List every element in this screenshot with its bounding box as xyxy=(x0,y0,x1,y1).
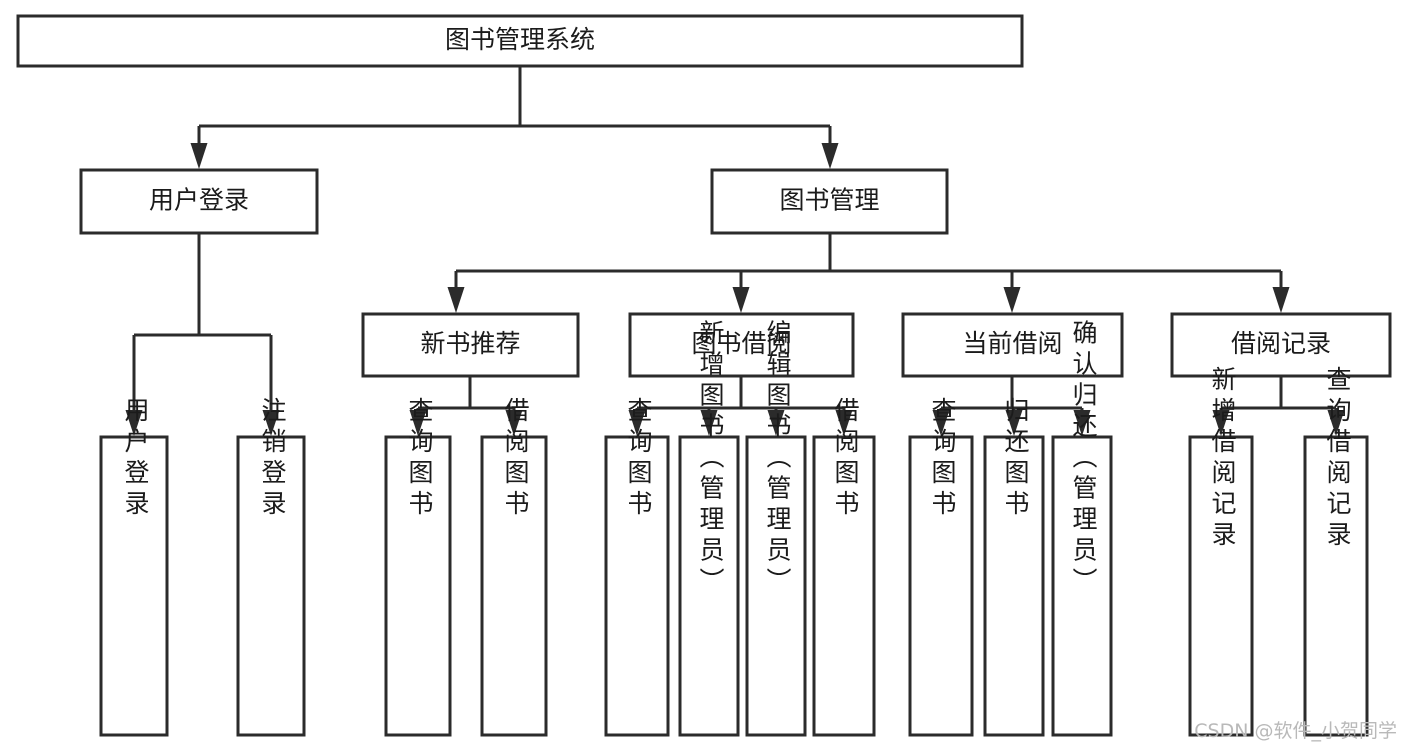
connector-new-book-rec xyxy=(409,376,523,436)
connector-current-borrow xyxy=(932,376,1091,436)
node-label-leaf-query-book-2: 查询图书 xyxy=(624,397,653,521)
node-label-leaf-borrow-book-1: 借阅图书 xyxy=(501,397,530,521)
node-leaf-confirm-return[interactable]: 确认归还（管理员） xyxy=(1051,320,1113,737)
arrow-head-icon xyxy=(700,410,718,436)
arrow-head-icon xyxy=(125,410,143,436)
connector-layer xyxy=(125,66,1345,436)
node-label-leaf-edit-book: 编辑图书（管理员） xyxy=(763,320,792,599)
node-box-leaf-edit-book[interactable] xyxy=(745,435,807,737)
node-label-leaf-query-record: 查询借阅记录 xyxy=(1323,366,1352,552)
node-layer: 图书管理系统用户登录图书管理新书推荐图书借阅当前借阅借阅记录用户登录注销登录查询… xyxy=(16,14,1392,737)
node-user-login[interactable]: 用户登录 xyxy=(79,168,319,235)
arrow-head-icon xyxy=(190,143,208,169)
node-box-leaf-borrow-book-2[interactable] xyxy=(812,435,876,737)
node-box-leaf-add-record[interactable] xyxy=(1188,435,1254,737)
node-box-new-book-rec[interactable] xyxy=(361,312,580,378)
node-label-leaf-add-book: 新增图书（管理员） xyxy=(696,320,725,599)
connector-book-manage xyxy=(447,233,1290,313)
node-leaf-return-book[interactable]: 归还图书 xyxy=(983,397,1045,737)
node-leaf-edit-book[interactable]: 编辑图书（管理员） xyxy=(745,320,807,737)
arrow-head-icon xyxy=(932,410,950,436)
node-label-leaf-user-logout: 注销登录 xyxy=(258,397,287,521)
arrow-head-icon xyxy=(1272,287,1290,313)
arrow-head-icon xyxy=(732,287,750,313)
connector-borrow-record xyxy=(1212,376,1345,436)
node-new-book-rec[interactable]: 新书推荐 xyxy=(361,312,580,378)
node-leaf-query-record[interactable]: 查询借阅记录 xyxy=(1303,366,1369,737)
watermark-label: CSDN @软件_小贺同学 xyxy=(1194,720,1397,742)
node-leaf-query-book-2[interactable]: 查询图书 xyxy=(604,397,670,737)
node-box-leaf-query-book-2[interactable] xyxy=(604,435,670,737)
arrow-head-icon xyxy=(1003,287,1021,313)
node-label-leaf-add-record: 新增借阅记录 xyxy=(1208,366,1237,552)
arrow-head-icon xyxy=(767,410,785,436)
arrow-head-icon xyxy=(1005,410,1023,436)
node-label-leaf-confirm-return: 确认归还（管理员） xyxy=(1069,320,1098,599)
node-box-leaf-user-logout[interactable] xyxy=(236,435,306,737)
node-root[interactable]: 图书管理系统 xyxy=(16,14,1024,68)
node-box-borrow-record[interactable] xyxy=(1170,312,1392,378)
node-leaf-add-book[interactable]: 新增图书（管理员） xyxy=(678,320,740,737)
node-box-current-borrow[interactable] xyxy=(901,312,1124,378)
arrow-head-icon xyxy=(628,410,646,436)
node-box-leaf-query-record[interactable] xyxy=(1303,435,1369,737)
node-label-current-borrow: 当前借阅 xyxy=(962,329,1062,358)
node-leaf-borrow-book-2[interactable]: 借阅图书 xyxy=(812,397,876,737)
node-label-leaf-query-book-3: 查询图书 xyxy=(928,397,957,521)
node-borrow-record[interactable]: 借阅记录 xyxy=(1170,312,1392,378)
node-label-book-manage: 图书管理 xyxy=(779,186,879,215)
node-label-leaf-user-login: 用户登录 xyxy=(121,397,150,521)
node-label-root: 图书管理系统 xyxy=(445,25,595,54)
arrow-head-icon xyxy=(262,410,280,436)
node-leaf-query-book-3[interactable]: 查询图书 xyxy=(908,397,974,737)
node-box-leaf-query-book-1[interactable] xyxy=(384,435,452,737)
node-box-leaf-add-book[interactable] xyxy=(678,435,740,737)
node-box-leaf-confirm-return[interactable] xyxy=(1051,435,1113,737)
node-box-book-borrow[interactable] xyxy=(628,312,855,378)
node-box-user-login[interactable] xyxy=(79,168,319,235)
node-label-book-borrow: 图书借阅 xyxy=(691,329,791,358)
node-leaf-add-record[interactable]: 新增借阅记录 xyxy=(1188,366,1254,737)
arrow-head-icon xyxy=(1212,410,1230,436)
connector-user-login xyxy=(125,233,280,436)
node-leaf-user-login[interactable]: 用户登录 xyxy=(99,397,169,737)
node-label-leaf-query-book-1: 查询图书 xyxy=(405,397,434,521)
node-box-leaf-borrow-book-1[interactable] xyxy=(480,435,548,737)
node-leaf-borrow-book-1[interactable]: 借阅图书 xyxy=(480,397,548,737)
arrow-head-icon xyxy=(1327,410,1345,436)
arrow-head-icon xyxy=(447,287,465,313)
node-box-leaf-return-book[interactable] xyxy=(983,435,1045,737)
node-label-user-login: 用户登录 xyxy=(149,186,249,215)
connector-root xyxy=(190,66,839,169)
node-box-book-manage[interactable] xyxy=(710,168,949,235)
node-box-leaf-user-login[interactable] xyxy=(99,435,169,737)
node-label-leaf-return-book: 归还图书 xyxy=(1001,397,1030,521)
arrow-head-icon xyxy=(409,410,427,436)
node-label-leaf-borrow-book-2: 借阅图书 xyxy=(831,397,860,521)
node-leaf-query-book-1[interactable]: 查询图书 xyxy=(384,397,452,737)
arrow-head-icon xyxy=(1073,410,1091,436)
node-label-new-book-rec: 新书推荐 xyxy=(420,329,520,358)
arrow-head-icon xyxy=(821,143,839,169)
connector-book-borrow xyxy=(628,376,853,436)
node-current-borrow[interactable]: 当前借阅 xyxy=(901,312,1124,378)
node-box-root[interactable] xyxy=(16,14,1024,68)
node-label-borrow-record: 借阅记录 xyxy=(1231,329,1331,358)
node-book-borrow[interactable]: 图书借阅 xyxy=(628,312,855,378)
node-book-manage[interactable]: 图书管理 xyxy=(710,168,949,235)
arrow-head-icon xyxy=(835,410,853,436)
node-box-leaf-query-book-3[interactable] xyxy=(908,435,974,737)
arrow-head-icon xyxy=(505,410,523,436)
node-leaf-user-logout[interactable]: 注销登录 xyxy=(236,397,306,737)
